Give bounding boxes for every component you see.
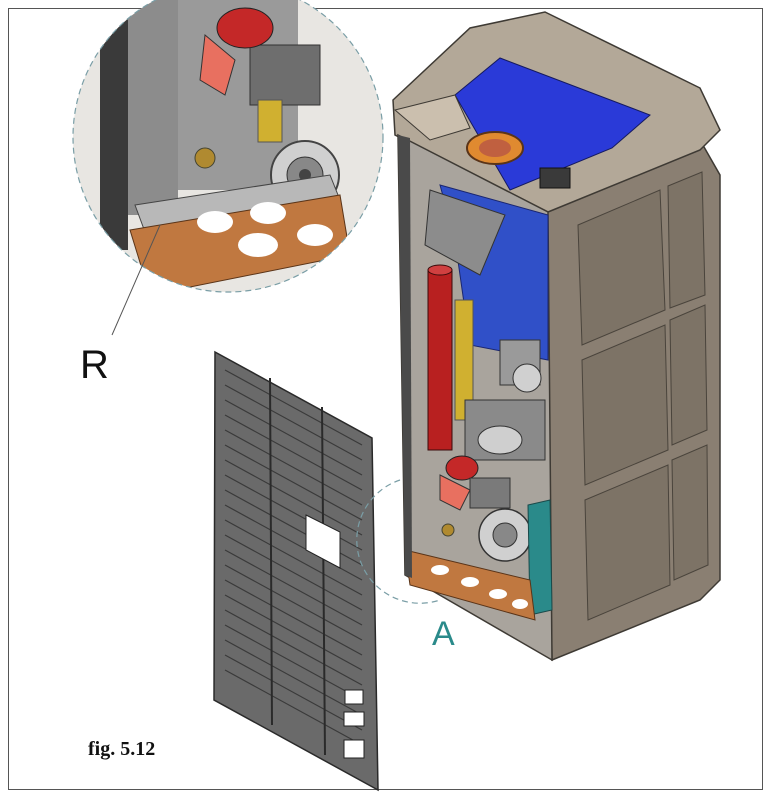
stove-body <box>392 11 721 662</box>
magnifier-outline <box>72 0 384 293</box>
callout-r-label: R <box>80 343 109 387</box>
magnified-detail <box>73 0 383 292</box>
leader-line-r <box>111 224 161 336</box>
callout-a-label: A <box>432 615 455 653</box>
back-panel <box>213 350 379 792</box>
figure-caption: fig. 5.12 <box>88 738 156 760</box>
